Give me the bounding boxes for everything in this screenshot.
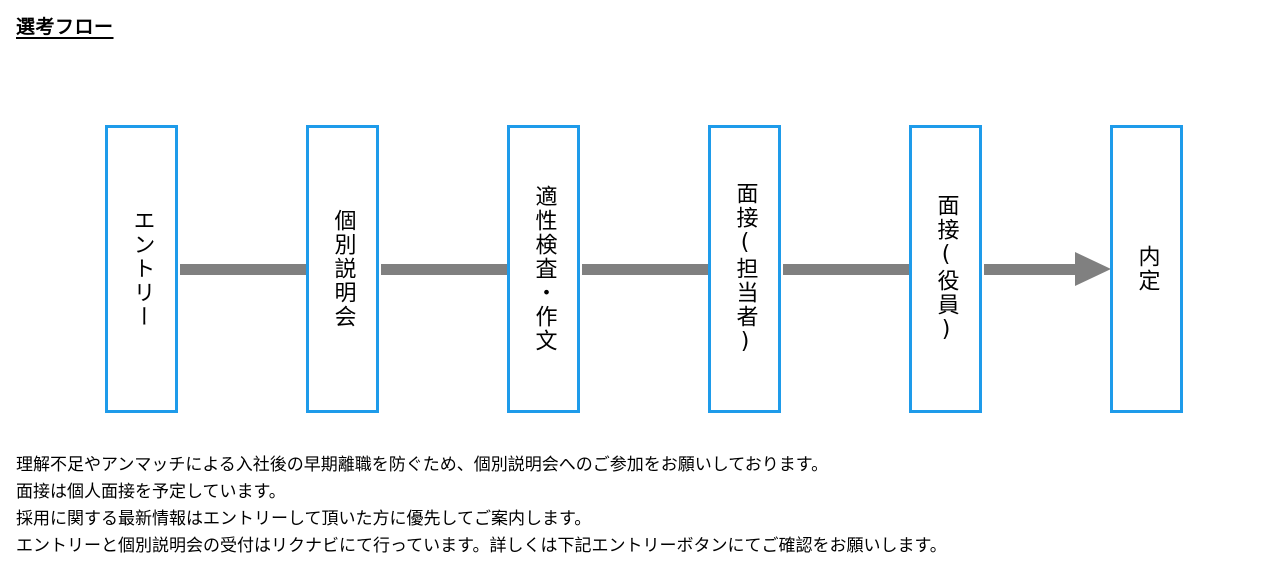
step-label: 面接(役員) [933, 194, 959, 344]
step-label: 内定 [1134, 245, 1160, 293]
step-interview-executive: 面接(役員) [909, 125, 982, 413]
arrow-right-icon [1075, 252, 1111, 286]
connector-2 [381, 264, 509, 275]
step-interview-staff: 面接(担当者) [708, 125, 781, 413]
step-individual-briefing: 個別説明会 [306, 125, 379, 413]
step-label: エントリー [129, 209, 155, 329]
step-offer: 内定 [1110, 125, 1183, 413]
page-title: 選考フロー [16, 16, 114, 38]
connector-4 [783, 264, 911, 275]
note-line: 面接は個人面接を予定しています。 [16, 482, 286, 502]
notes-section: 理解不足やアンマッチによる入社後の早期離職を防ぐため、個別説明会へのご参加をお願… [16, 452, 947, 560]
note-line: エントリーと個別説明会の受付はリクナビにて行っています。詳しくは下記エントリーボ… [16, 536, 947, 556]
step-label: 適性検査・作文 [531, 185, 557, 353]
step-entry: エントリー [105, 125, 178, 413]
note-line: 理解不足やアンマッチによる入社後の早期離職を防ぐため、個別説明会へのご参加をお願… [16, 455, 829, 475]
connector-5 [984, 264, 1076, 275]
step-label: 個別説明会 [330, 209, 356, 329]
connector-1 [180, 264, 308, 275]
step-label: 面接(担当者) [732, 182, 758, 356]
step-aptitude-test-essay: 適性検査・作文 [507, 125, 580, 413]
connector-3 [582, 264, 710, 275]
note-line: 採用に関する最新情報はエントリーして頂いた方に優先してご案内します。 [16, 509, 592, 529]
